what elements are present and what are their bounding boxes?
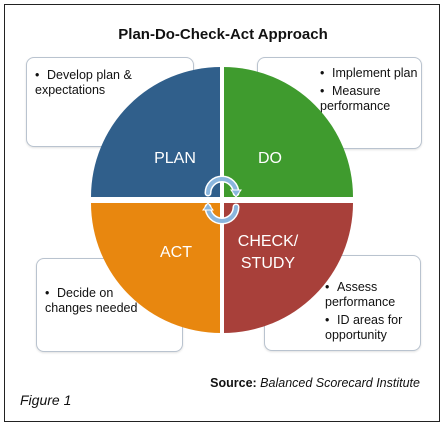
horizontal-divider bbox=[88, 197, 356, 203]
check-callout-item: •ID areas for opportunity bbox=[325, 313, 420, 343]
do-callout-text: Measure performance bbox=[320, 84, 391, 113]
check-label: CHECK/ bbox=[238, 233, 299, 250]
diagram-title: Plan-Do-Check-Act Approach bbox=[118, 26, 328, 43]
check-callout-text: ID areas for opportunity bbox=[325, 313, 403, 342]
plan-callout-item: •Develop plan & expectations bbox=[35, 68, 145, 98]
plan-label: PLAN bbox=[154, 150, 196, 167]
act-callout-item: •Decide on changes needed bbox=[45, 286, 145, 316]
bullet-icon: • bbox=[35, 68, 40, 82]
source-credit: Source: Balanced Scorecard Institute bbox=[156, 376, 420, 390]
plan-quadrant bbox=[91, 67, 221, 197]
do-callout-text: Implement plan bbox=[332, 66, 418, 80]
act-label: ACT bbox=[160, 244, 192, 261]
bullet-icon: • bbox=[325, 313, 330, 327]
source-name: Balanced Scorecard Institute bbox=[260, 376, 420, 390]
do-label: DO bbox=[258, 150, 282, 167]
do-callout-item: •Measure performance bbox=[320, 84, 420, 114]
bullet-icon: • bbox=[325, 280, 330, 294]
act-quadrant bbox=[91, 203, 221, 333]
check-callout-item: •Assess performance bbox=[325, 280, 420, 310]
bullet-icon: • bbox=[320, 66, 325, 80]
do-callout-item: • Implement plan bbox=[320, 66, 420, 81]
do-quadrant bbox=[223, 67, 353, 197]
act-callout-text: Decide on changes needed bbox=[45, 286, 138, 315]
check-callout-text: Assess performance bbox=[325, 280, 396, 309]
cycle-arrows-icon bbox=[202, 175, 242, 225]
plan-callout-text: Develop plan & expectations bbox=[35, 68, 132, 97]
figure-label: Figure 1 bbox=[20, 392, 72, 408]
study-label: STUDY bbox=[241, 255, 296, 272]
source-prefix: Source: bbox=[210, 376, 257, 390]
bullet-icon: • bbox=[45, 286, 50, 300]
bullet-icon: • bbox=[320, 84, 325, 98]
check-quadrant bbox=[223, 203, 353, 333]
